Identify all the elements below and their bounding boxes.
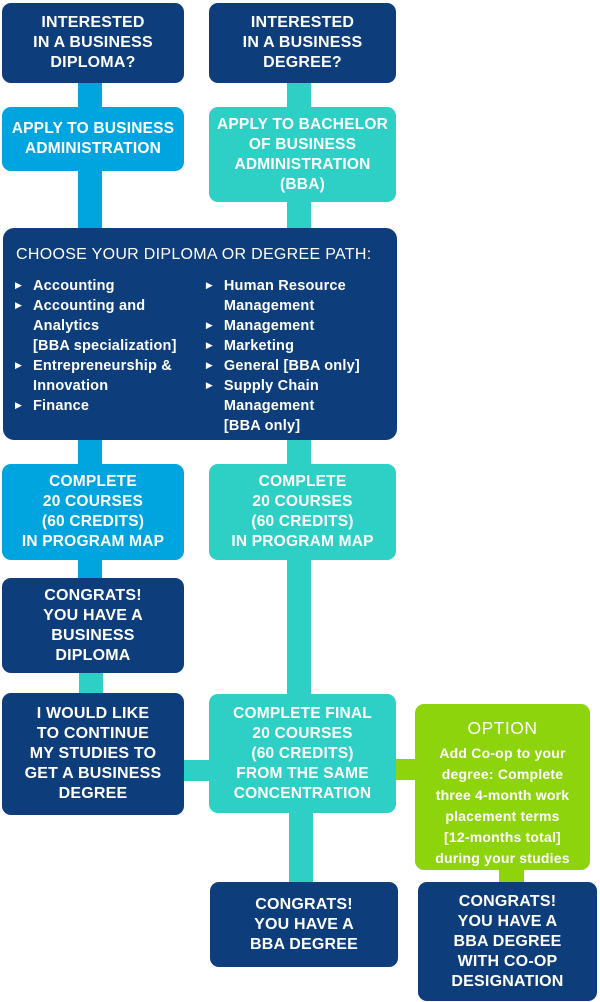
node-interested-degree-label: INTERESTED IN A BUSINESS DEGREE?	[242, 14, 363, 71]
connector-degree-q-to-apply	[287, 80, 311, 112]
node-continue-studies: I WOULD LIKE TO CONTINUE MY STUDIES TO G…	[2, 693, 184, 815]
node-apply-bba: APPLY TO BACHELOR OF BUSINESS ADMINISTRA…	[209, 107, 396, 202]
path-option-hr-management: ▶ Human Resource Management	[206, 276, 383, 316]
choose-path-title: CHOOSE YOUR DIPLOMA OR DEGREE PATH:	[16, 246, 372, 263]
connector-congrats-to-continue	[79, 670, 103, 696]
node-apply-business-administration: APPLY TO BUSINESS ADMINISTRATION	[2, 107, 184, 171]
node-congrats-bba-coop: CONGRATS! YOU HAVE A BBA DEGREE WITH CO-…	[418, 882, 597, 1001]
node-apply-bba-label: APPLY TO BACHELOR OF BUSINESS ADMINISTRA…	[216, 115, 389, 193]
node-complete-courses-bba: COMPLETE 20 COURSES (60 CREDITS) IN PROG…	[209, 464, 396, 560]
node-complete-final-courses-label: COMPLETE FINAL 20 COURSES (60 CREDITS) F…	[233, 704, 372, 802]
coop-option-description: Add Co-op to your degree: Complete three…	[435, 745, 570, 866]
coop-option-title: OPTION	[467, 718, 538, 738]
connector-complete-to-congrats-left	[78, 556, 102, 582]
path-option-label: Finance	[33, 398, 90, 414]
path-option-label: Accounting	[33, 278, 115, 294]
node-choose-path: CHOOSE YOUR DIPLOMA OR DEGREE PATH: ▶ Ac…	[3, 228, 397, 440]
node-interested-diploma-label: INTERESTED IN A BUSINESS DIPLOMA?	[33, 14, 153, 71]
connector-apply-to-choose-right	[287, 199, 311, 232]
path-option-entrepreneurship: ▶ Entrepreneurship & Innovation	[15, 356, 206, 396]
path-option-management: ▶ Management	[206, 316, 383, 336]
node-apply-business-administration-label: APPLY TO BUSINESS ADMINISTRATION	[11, 120, 175, 157]
connector-choose-to-complete-left	[78, 436, 102, 468]
node-complete-courses-diploma-label: COMPLETE 20 COURSES (60 CREDITS) IN PROG…	[21, 473, 165, 550]
path-option-accounting-analytics: ▶ Accounting and Analytics [BBA speciali…	[15, 296, 206, 356]
path-option-finance: ▶ Finance	[15, 396, 206, 416]
connector-final-to-congrats-bba	[289, 810, 313, 886]
triangle-bullet-icon: ▶	[15, 281, 23, 291]
connector-apply-to-choose-left	[78, 168, 102, 232]
connector-choose-to-complete-right	[287, 436, 311, 468]
node-congrats-bba-coop-label: CONGRATS! YOU HAVE A BBA DEGREE WITH CO-…	[451, 892, 564, 990]
node-complete-courses-bba-label: COMPLETE 20 COURSES (60 CREDITS) IN PROG…	[231, 473, 374, 550]
node-interested-degree: INTERESTED IN A BUSINESS DEGREE?	[209, 3, 396, 83]
connector-option-to-coop	[499, 866, 524, 886]
triangle-bullet-icon: ▶	[15, 361, 23, 371]
path-option-label: Marketing	[223, 338, 295, 354]
node-congrats-diploma: CONGRATS! YOU HAVE A BUSINESS DIPLOMA	[2, 578, 184, 673]
node-congrats-bba: CONGRATS! YOU HAVE A BBA DEGREE	[210, 882, 398, 967]
node-congrats-diploma-label: CONGRATS! YOU HAVE A BUSINESS DIPLOMA	[43, 586, 143, 664]
node-continue-studies-label: I WOULD LIKE TO CONTINUE MY STUDIES TO G…	[24, 705, 162, 802]
path-option-label: General [BBA only]	[223, 358, 360, 374]
triangle-bullet-icon: ▶	[15, 401, 23, 411]
path-option-label: Supply Chain Management [BBA only]	[223, 378, 319, 434]
path-option-accounting: ▶ Accounting	[15, 276, 206, 296]
choose-path-columns: ▶ Accounting ▶ Accounting and Analytics …	[15, 276, 383, 436]
path-option-general: ▶ General [BBA only]	[206, 356, 383, 376]
node-complete-final-courses: COMPLETE FINAL 20 COURSES (60 CREDITS) F…	[209, 694, 396, 813]
choose-path-column-right: ▶ Human Resource Management ▶ Management…	[206, 276, 383, 436]
choose-path-column-left: ▶ Accounting ▶ Accounting and Analytics …	[15, 276, 206, 436]
path-option-label: Human Resource Management	[223, 278, 346, 314]
path-option-supply-chain: ▶ Supply Chain Management [BBA only]	[206, 376, 383, 436]
node-interested-diploma: INTERESTED IN A BUSINESS DIPLOMA?	[2, 3, 184, 83]
path-option-marketing: ▶ Marketing	[206, 336, 383, 356]
path-option-label: Entrepreneurship & Innovation	[33, 358, 172, 394]
connector-final-to-option	[388, 759, 420, 780]
triangle-bullet-icon: ▶	[15, 301, 23, 311]
connector-diploma-q-to-apply	[78, 80, 102, 112]
node-complete-courses-diploma: COMPLETE 20 COURSES (60 CREDITS) IN PROG…	[2, 464, 184, 560]
node-congrats-bba-label: CONGRATS! YOU HAVE A BBA DEGREE	[249, 895, 359, 953]
triangle-bullet-icon: ▶	[205, 381, 214, 391]
path-option-label: Management	[223, 318, 315, 334]
node-coop-option: OPTION Add Co-op to your degree: Complet…	[415, 704, 590, 870]
connector-continue-to-final	[180, 760, 214, 781]
triangle-bullet-icon: ▶	[205, 341, 214, 351]
triangle-bullet-icon: ▶	[205, 361, 214, 371]
path-option-label: Accounting and Analytics [BBA specializa…	[33, 298, 177, 354]
connector-complete-to-final	[287, 556, 311, 698]
triangle-bullet-icon: ▶	[205, 321, 214, 331]
triangle-bullet-icon: ▶	[205, 281, 214, 291]
